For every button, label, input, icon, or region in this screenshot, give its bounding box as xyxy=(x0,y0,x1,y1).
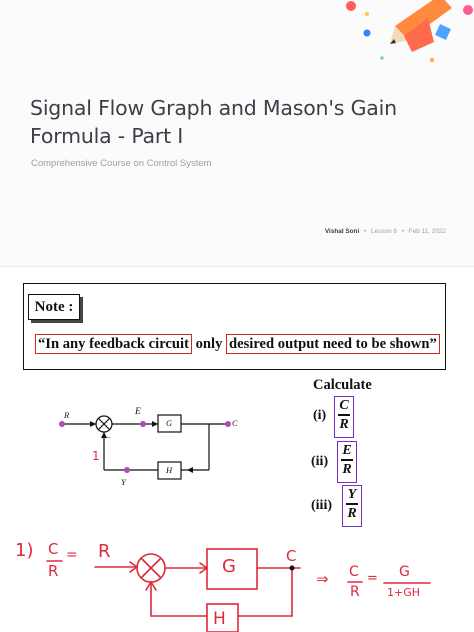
yellow-dot-icon xyxy=(365,12,369,16)
meta-separator: • xyxy=(401,228,405,235)
pen-nib-icon xyxy=(404,18,434,52)
fraction-denominator: R xyxy=(342,461,352,477)
fraction-bar xyxy=(341,459,353,461)
green-dot-icon xyxy=(380,56,384,60)
divider xyxy=(0,266,474,267)
lesson-number: Lesson 6 xyxy=(371,228,397,235)
meta-separator: • xyxy=(364,228,367,235)
hw-output: C xyxy=(286,547,297,565)
slide-content xyxy=(0,267,474,632)
cover-header xyxy=(0,0,474,266)
diagram-minus-sign: − xyxy=(106,432,111,442)
hw-result-equals: = xyxy=(367,571,378,586)
hw-ratio-num: C xyxy=(48,540,59,558)
lesson-meta: Vishal Soni • Lesson 6 • Feb 11, 2022 xyxy=(325,228,446,235)
diagram-feedback-block: H xyxy=(166,465,173,475)
note-label: Note : xyxy=(28,294,80,320)
red-dot-icon xyxy=(346,1,356,11)
item-label-2: (ii) xyxy=(311,454,329,469)
fraction-denominator: R xyxy=(339,416,349,432)
fraction-y-over-r: Y R xyxy=(342,485,362,527)
hw-index: 1) xyxy=(15,540,34,561)
lesson-date: Feb 11, 2022 xyxy=(408,228,446,235)
decorative-illustration xyxy=(346,0,473,63)
pencil-icon xyxy=(390,0,452,44)
hw-result-num: G xyxy=(399,564,410,580)
diagram-feedback-signal: Y xyxy=(121,477,126,487)
hw-input: R xyxy=(98,541,111,562)
blue-dot-icon xyxy=(363,29,371,37)
diagram-output-label: C xyxy=(232,418,238,428)
page-title: Signal Flow Graph and Mason's Gain Formu… xyxy=(30,96,397,148)
diagram-annotation: 1 xyxy=(92,449,100,463)
fraction-numerator: C xyxy=(339,398,349,413)
hw-result-lhs-den: R xyxy=(350,584,360,600)
fraction-bar xyxy=(346,503,358,505)
note-highlight-2: desired output need to be shown” xyxy=(226,334,440,354)
note-middle: only xyxy=(191,336,227,352)
calculate-heading: Calculate xyxy=(313,377,372,393)
note-highlight-1: “In any feedback circuit xyxy=(35,334,192,354)
hw-forward-block: G xyxy=(222,556,236,577)
hw-feedback-block: H xyxy=(213,609,226,629)
hw-result-lhs-num: C xyxy=(349,564,359,580)
hw-implies: ⇒ xyxy=(316,570,329,588)
item-label-1: (i) xyxy=(313,408,327,423)
fraction-denominator: R xyxy=(347,505,357,521)
item-label-3: (iii) xyxy=(311,498,332,513)
diagram-input-label: R xyxy=(64,410,70,420)
fraction-numerator: Y xyxy=(347,487,357,502)
fraction-bar xyxy=(338,414,350,416)
diagram-forward-block: G xyxy=(166,418,173,428)
hw-equals: = xyxy=(66,547,78,563)
author-name[interactable]: Vishal Soni xyxy=(324,228,360,235)
blue-square-icon xyxy=(435,24,451,40)
diagram-error-label: E xyxy=(135,407,141,417)
note-box xyxy=(23,283,446,370)
course-subtitle: Comprehensive Course on Control System xyxy=(31,158,212,169)
fraction-numerator: E xyxy=(342,443,352,458)
orange-dot-icon xyxy=(429,57,435,63)
fraction-c-over-r: C R xyxy=(334,396,354,438)
hw-ratio-den: R xyxy=(48,562,59,580)
note-text: “In any feedback circuit only desired ou… xyxy=(35,334,440,354)
hw-result-den: 1+GH xyxy=(387,586,421,599)
fraction-e-over-r: E R xyxy=(337,441,357,483)
pink-dot-icon xyxy=(463,5,473,15)
